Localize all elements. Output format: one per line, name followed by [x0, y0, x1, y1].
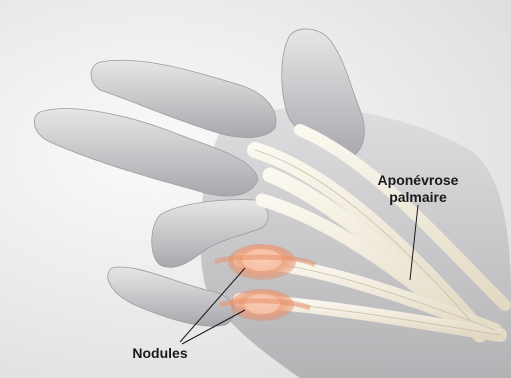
nodule-lower-core [244, 294, 280, 314]
nodule-upper-core [242, 249, 282, 271]
nodules-label: Nodules [120, 345, 200, 362]
aponevrose-label-line2: palmaire [368, 189, 468, 206]
aponevrose-label-line1: Aponévrose [368, 172, 468, 189]
aponevrose-label: Aponévrose palmaire [368, 172, 468, 206]
